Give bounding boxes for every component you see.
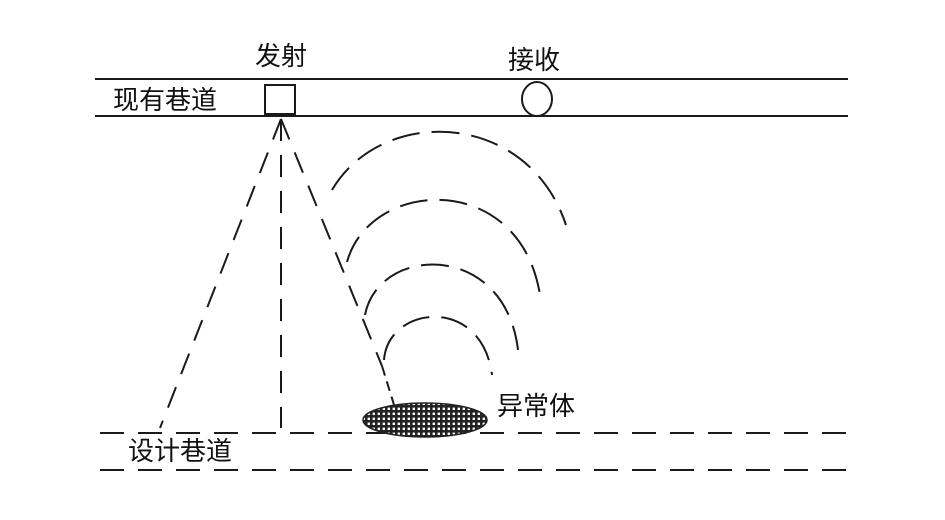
design-tunnel-label: 设计巷道 — [128, 437, 233, 467]
receiver-icon — [521, 81, 553, 117]
existing-tunnel-label: 现有巷道 — [113, 86, 218, 116]
transmitter-icon — [264, 84, 296, 115]
cone-right-edge — [280, 118, 383, 367]
transmit-label: 发射 — [255, 42, 308, 72]
cone-to-anomaly-link — [381, 365, 396, 409]
wave-arc-2 — [364, 263, 519, 351]
wave-arc-3 — [346, 198, 541, 296]
anomaly-body — [362, 402, 488, 438]
wave-arc-4 — [331, 130, 567, 226]
receive-label: 接收 — [508, 46, 561, 76]
reflected-waves — [331, 130, 567, 376]
cone-left-edge — [159, 118, 282, 429]
wave-arc-1 — [383, 315, 493, 376]
anomaly-label: 异常体 — [497, 392, 576, 422]
